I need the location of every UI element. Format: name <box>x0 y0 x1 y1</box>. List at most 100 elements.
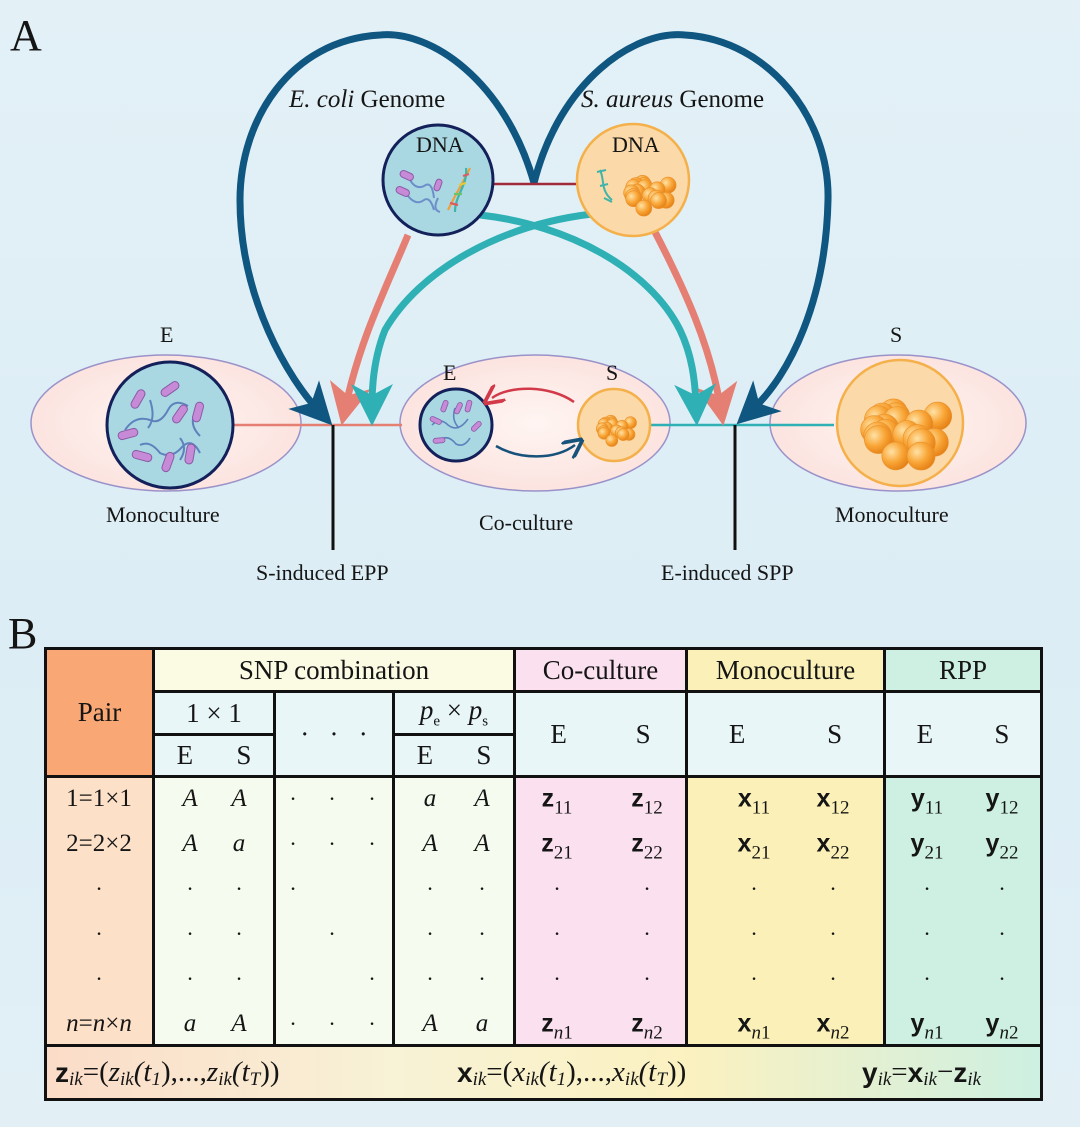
y-x-var: x <box>907 1056 924 1088</box>
monoculture-e-cell: · <box>750 920 758 946</box>
saureus-genome-species: S. aureus <box>581 86 674 113</box>
snp-last-e-cell: · <box>426 920 434 946</box>
x-sub: ik <box>472 1068 487 1090</box>
rpp-s-subscript: 22 <box>999 842 1019 864</box>
mono-s-caption: Monoculture <box>835 502 949 527</box>
rpp-e-subscript: n1 <box>924 1022 944 1044</box>
e-header: E <box>416 740 434 770</box>
monoculture-e-subscript: n1 <box>751 1022 771 1044</box>
saureus-genome-label: S. aureus Genome <box>581 86 764 114</box>
s-to-e-interaction-arrow <box>492 389 575 402</box>
monoculture-e-cell: · <box>750 965 758 991</box>
x-body-2: x <box>612 1056 625 1088</box>
snp-mid-cell: · <box>368 1010 376 1036</box>
snp-mid-cell: · <box>328 1010 336 1036</box>
ecoli-genome-loop-arrow <box>236 31 538 426</box>
coccus-cell <box>881 441 911 471</box>
monoculture-header-text: Monoculture <box>715 654 856 685</box>
snp-last-s-cell: · <box>478 876 486 902</box>
coculture-header: Co-culture <box>513 650 685 690</box>
s-header: S <box>236 740 252 770</box>
snp-ellipsis-header: · · · <box>273 690 392 775</box>
coculture-s-subscript: n2 <box>643 1022 663 1044</box>
snp-first-s-cell: · <box>235 965 243 991</box>
monoculture-e-subscript: 21 <box>751 842 771 864</box>
coculture-e-subscript: 11 <box>554 797 573 819</box>
monoculture-s-cell: · <box>829 965 837 991</box>
snp-last-header: pe × ps <box>392 690 513 733</box>
ecoli-genome-label: E. coli Genome <box>289 86 445 114</box>
snp-last-s-cell: · <box>478 965 486 991</box>
x-eq: =( <box>486 1056 513 1088</box>
coccus-cell <box>597 426 611 440</box>
monoculture-header: Monoculture <box>685 650 883 690</box>
coculture-e-cell: · <box>553 876 561 902</box>
snp-last-e-cell: A <box>422 830 438 858</box>
panel-a-label: A <box>10 11 42 60</box>
x-body-sub-2: ik <box>624 1068 639 1090</box>
snp-first-e-cell: A <box>182 785 198 813</box>
snp-last-text: pe × ps <box>420 695 488 730</box>
snp-first-column <box>152 775 273 1044</box>
rpp-s-cell: · <box>998 920 1006 946</box>
snp-first-s-cell: a <box>232 830 246 858</box>
snp-mid-cell: · <box>368 831 376 857</box>
snp-first-s-cell: · <box>235 920 243 946</box>
saureus-to-spp-arrow <box>651 230 738 426</box>
rpp-e-cell: yn1 <box>910 1009 944 1043</box>
coculture-e-subscript: 21 <box>553 842 573 864</box>
monoculture-e-var: x <box>737 784 752 813</box>
z-body-2: z <box>206 1056 219 1088</box>
saureus-monoculture-circle <box>835 358 965 488</box>
snp-last-s-cell: A <box>474 785 490 813</box>
rpp-s-cell: y12 <box>986 785 1019 819</box>
p-e-sub: e <box>433 713 441 730</box>
monoculture-e-cell: x11 <box>737 784 770 819</box>
p-s-sub: s <box>482 713 489 730</box>
rpp-s-cell: · <box>998 965 1006 991</box>
saureus-coculture-circle <box>576 387 652 463</box>
snp-mid-cell: · <box>328 920 336 946</box>
monoculture-s-cell: xn2 <box>816 1009 850 1043</box>
x-body: x <box>512 1056 526 1088</box>
snp-mid-column <box>273 775 392 1044</box>
ecoli-genome-species: E. coli <box>289 86 355 113</box>
x-tT: T <box>656 1068 667 1090</box>
snp-mid-cell: · <box>328 786 336 812</box>
s-header: S <box>994 718 1010 749</box>
pair-header-text: Pair <box>77 697 122 727</box>
monoculture-s-var: x <box>816 1009 831 1038</box>
pair-cell: 1=1×1 <box>66 785 132 813</box>
rpp-e-cell: y21 <box>911 830 944 864</box>
pair-cell: · <box>95 876 103 902</box>
rpp-e-var: y <box>910 1009 925 1038</box>
coccus-cluster <box>860 398 953 471</box>
pair-header: Pair <box>47 650 152 775</box>
rpp-e-cell: · <box>923 965 931 991</box>
snp-first-e-cell: A <box>182 830 198 858</box>
y-var: y <box>862 1056 878 1088</box>
coculture-s-var: z <box>631 829 644 858</box>
coculture-e-cell: · <box>553 920 561 946</box>
coccus-cluster <box>623 175 677 217</box>
x-mid: ),..., <box>566 1056 613 1088</box>
monoculture-e-var: x <box>737 829 752 858</box>
coculture-s-label: S <box>606 360 619 385</box>
monoculture-e-subscript: 11 <box>751 797 771 819</box>
monoculture-e-cell: x21 <box>737 829 771 864</box>
z-mid: ),..., <box>160 1056 207 1088</box>
snp-mid-cell: · <box>289 876 297 902</box>
z-var: z <box>55 1056 69 1088</box>
rpp-s-cell: yn2 <box>986 1009 1019 1043</box>
mono-e-title: E <box>160 322 174 347</box>
snp-last-e-cell: · <box>426 876 434 902</box>
snp-first-s-cell: A <box>231 1009 247 1037</box>
e-header: E <box>916 718 934 749</box>
y-z-sub: ik <box>967 1068 982 1090</box>
snp-first-s-cell: A <box>231 785 247 813</box>
snp-combination-header: SNP combination <box>152 650 513 690</box>
monoculture-s-subscript: 22 <box>830 842 850 864</box>
saureus-dna-label: DNA <box>612 132 660 157</box>
